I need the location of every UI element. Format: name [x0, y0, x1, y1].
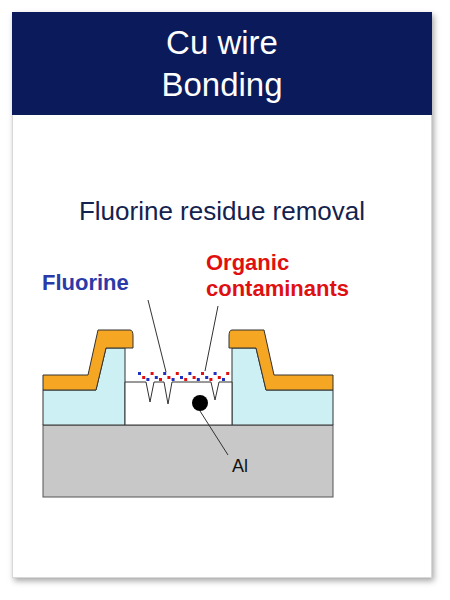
residue-dot — [193, 376, 196, 379]
al-label: Al — [232, 456, 248, 477]
residue-dot — [214, 372, 217, 375]
leader-line — [205, 306, 218, 371]
residue-dot — [205, 376, 208, 379]
residue-dot — [172, 378, 175, 381]
fluorine-label: Fluorine — [42, 270, 129, 296]
residue-dot — [184, 378, 187, 381]
residue-dot — [209, 378, 212, 381]
residue-dot — [226, 372, 229, 375]
passivation-layer — [229, 330, 333, 390]
residue-dot — [180, 376, 183, 379]
residue-dot — [176, 372, 179, 375]
residue-dot — [138, 372, 141, 375]
substrate — [43, 425, 333, 497]
section-heading: Fluorine residue removal — [14, 196, 430, 227]
residue-dots — [138, 372, 229, 381]
residue-dot — [155, 376, 158, 379]
passivation-layer — [43, 330, 133, 390]
leader-line — [200, 411, 228, 455]
void-particle — [192, 395, 208, 411]
title-text: Cu wire Bonding — [12, 22, 432, 106]
residue-dot — [197, 378, 200, 381]
contaminant-label: Organic contaminants — [206, 250, 366, 302]
al-pad — [125, 382, 232, 425]
residue-dot — [218, 376, 221, 379]
residue-dot — [222, 378, 225, 381]
residue-dot — [146, 378, 149, 381]
residue-dot — [201, 372, 204, 375]
residue-dot — [142, 376, 145, 379]
leader-line — [148, 300, 166, 372]
residue-dot — [151, 372, 154, 375]
residue-dot — [167, 376, 170, 379]
residue-dot — [159, 378, 162, 381]
residue-dot — [188, 372, 191, 375]
residue-dot — [163, 372, 166, 375]
